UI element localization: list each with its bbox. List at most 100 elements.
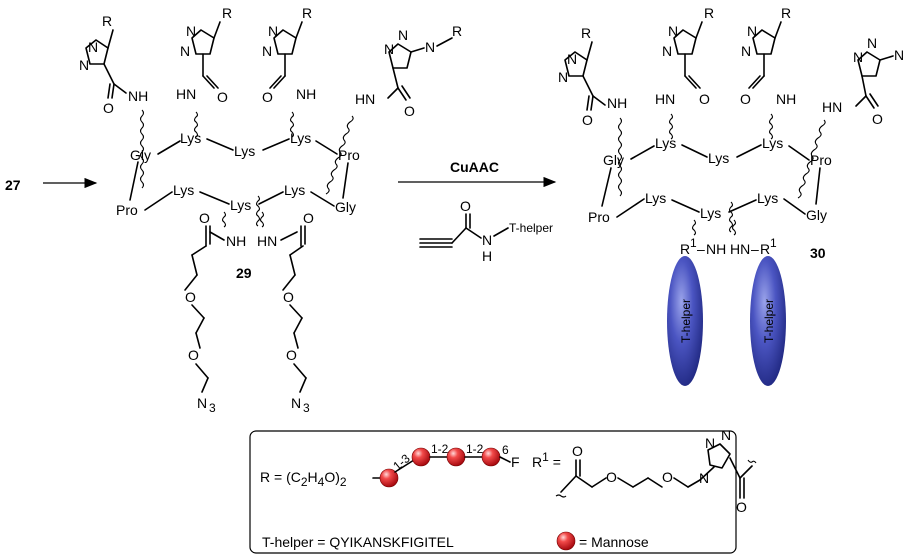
svg-text:T-helper: T-helper — [509, 221, 553, 235]
svg-text:N: N — [88, 39, 98, 55]
mannose-ball-2 — [411, 447, 431, 467]
svg-text:N: N — [662, 43, 672, 59]
svg-text:NH: NH — [607, 95, 627, 111]
mannose-ball-1 — [379, 468, 399, 488]
svg-text:R: R — [781, 5, 791, 21]
svg-text:3: 3 — [209, 401, 216, 415]
svg-text:Pro: Pro — [810, 152, 832, 168]
scaffold-29: R N N O NH R N N O HN R N — [79, 5, 462, 415]
triazole-ring-8: N N N O HN — [822, 35, 904, 127]
triazole-ring-6: R N N O HN — [655, 5, 714, 107]
svg-text:N: N — [668, 23, 678, 39]
svg-text:HN: HN — [355, 91, 375, 107]
svg-text:N: N — [894, 47, 904, 63]
svg-text:R = (C2H4O)2: R = (C2H4O)2 — [260, 469, 347, 489]
svg-text:1-2: 1-2 — [431, 442, 449, 456]
scaffold-30: R N N O NH R N N O HN R N N — [558, 5, 904, 386]
svg-text:O: O — [286, 347, 297, 363]
mannose-ball-3 — [446, 447, 466, 467]
svg-text:N: N — [482, 232, 492, 248]
svg-text:Pro: Pro — [116, 202, 138, 218]
svg-text:1-2: 1-2 — [466, 442, 484, 456]
svg-text:Gly: Gly — [806, 207, 827, 223]
svg-text:Lys: Lys — [762, 135, 783, 151]
svg-text:R: R — [102, 13, 112, 29]
svg-text:O: O — [740, 91, 751, 107]
svg-text:O: O — [606, 469, 617, 485]
svg-text:O: O — [872, 111, 883, 127]
t-helper-definition: T-helper = QYIKANSKFIGITEL — [262, 534, 454, 550]
svg-text:Lys: Lys — [708, 150, 729, 166]
svg-text:–: – — [751, 241, 759, 257]
t-helper-peptide-2: T-helper — [750, 256, 786, 386]
svg-text:O: O — [404, 103, 415, 119]
svg-text:O: O — [699, 91, 710, 107]
svg-text:O: O — [103, 100, 114, 116]
svg-text:O: O — [262, 89, 273, 105]
svg-text:O: O — [460, 198, 471, 214]
svg-text:HN: HN — [176, 86, 196, 102]
svg-text:1: 1 — [770, 236, 777, 250]
triazole-ring-2: R N N O HN — [176, 5, 232, 105]
svg-text:Lys: Lys — [757, 190, 778, 206]
svg-text:Lys: Lys — [700, 205, 721, 221]
svg-text:O: O — [582, 112, 593, 128]
svg-text:R1 =: R1 = — [532, 450, 561, 470]
legend-box: R = (C2H4O)2 1-3 1-2 1-2 6 F R1 = O — [249, 427, 757, 554]
svg-text:Gly: Gly — [335, 199, 356, 215]
svg-text:N: N — [79, 57, 89, 73]
compound-30-label: 30 — [810, 245, 826, 261]
svg-text:N: N — [867, 35, 877, 51]
svg-text:R: R — [302, 5, 312, 21]
svg-text:N: N — [425, 39, 435, 55]
svg-text:O: O — [572, 443, 583, 459]
t-helper-peptide-1: T-helper — [667, 256, 703, 386]
svg-text:R: R — [222, 5, 232, 21]
svg-text:Pro: Pro — [338, 147, 360, 163]
mannose-ball-4 — [481, 447, 501, 467]
compound-29-label: 29 — [236, 265, 252, 281]
svg-text:Lys: Lys — [284, 182, 305, 198]
svg-text:N: N — [291, 395, 301, 411]
svg-text:HN: HN — [655, 91, 675, 107]
svg-text:NH: NH — [128, 88, 148, 104]
svg-text:R: R — [581, 25, 591, 41]
svg-text:N: N — [262, 43, 272, 59]
svg-text:Lys: Lys — [230, 197, 251, 213]
svg-text:N: N — [186, 23, 196, 39]
r1-definition: R1 = O O O N N N O — [532, 427, 757, 515]
svg-text:1: 1 — [690, 236, 697, 250]
svg-text:N: N — [699, 470, 709, 486]
svg-text:N: N — [853, 49, 863, 65]
alkyne-reagent: O N H T-helper — [419, 198, 553, 264]
svg-text:N: N — [705, 435, 715, 451]
svg-text:6: 6 — [502, 443, 509, 457]
svg-text:N: N — [558, 69, 568, 85]
svg-text:N: N — [398, 27, 408, 43]
svg-text:O: O — [188, 347, 199, 363]
svg-text:3: 3 — [303, 401, 310, 415]
svg-text:R: R — [760, 241, 770, 257]
svg-text:O: O — [662, 469, 673, 485]
svg-text:N: N — [268, 23, 278, 39]
svg-text:Lys: Lys — [234, 143, 255, 159]
mannose-legend-ball — [556, 531, 576, 551]
svg-text:O: O — [283, 289, 294, 305]
svg-text:N: N — [384, 41, 394, 57]
svg-text:R: R — [680, 241, 690, 257]
svg-text:NH: NH — [706, 241, 726, 257]
svg-text:Lys: Lys — [655, 135, 676, 151]
triazole-ring-5: R N N O NH — [558, 25, 627, 128]
svg-text:Lys: Lys — [180, 130, 201, 146]
triazole-ring-7: R N N O NH — [740, 5, 796, 107]
mannose-definition: = Mannose — [579, 534, 649, 550]
svg-text:R: R — [452, 23, 462, 39]
svg-text:F: F — [511, 454, 520, 470]
svg-text:Lys: Lys — [290, 130, 311, 146]
svg-text:T-helper: T-helper — [679, 299, 693, 343]
cuaac-label: CuAAC — [450, 159, 499, 175]
triazole-ring-3: R N N O NH — [262, 5, 316, 105]
svg-text:H: H — [482, 248, 492, 264]
svg-text:N: N — [197, 395, 207, 411]
